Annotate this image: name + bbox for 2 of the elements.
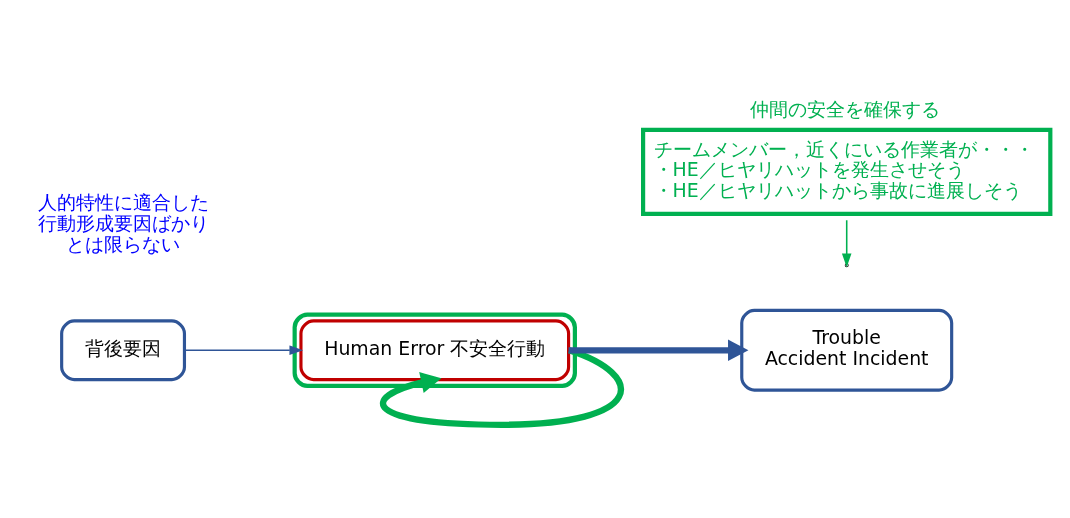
label: 人的特性に適合した行動形成要因ばかりとは限らない <box>37 190 209 255</box>
node-label: 仲間の安全を確保する <box>750 97 941 120</box>
